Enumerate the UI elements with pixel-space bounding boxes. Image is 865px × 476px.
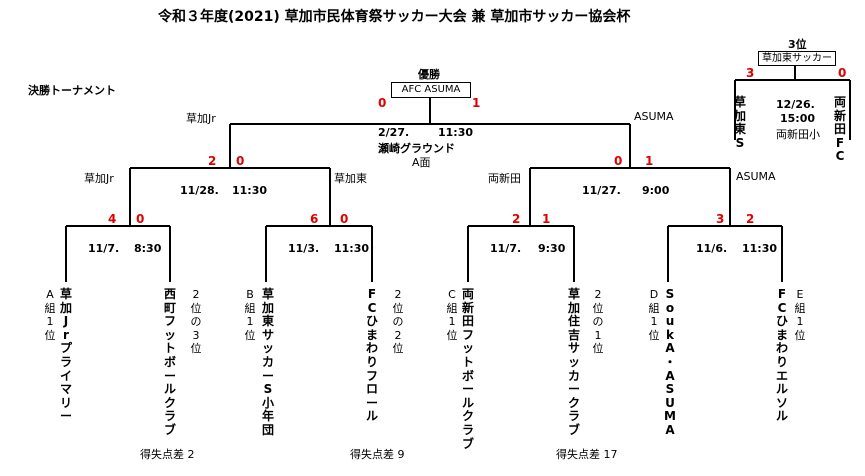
third-place-bracket [734, 66, 851, 140]
semi-right-score-right: 1 [645, 154, 654, 168]
semi-right-bracket [529, 167, 731, 226]
q1-time: 8:30 [134, 242, 162, 255]
semi-left-right-team: 草加東 [334, 172, 367, 185]
semi-left-score-right: 0 [236, 154, 245, 168]
semi-right-date: 11/27. [582, 184, 621, 197]
q4-score-right: 2 [746, 212, 755, 226]
entrant-5-team: 両新田フットボールクラブ [461, 287, 475, 451]
champion-team-box: AFC ASUMA [391, 82, 471, 98]
final-date: 2/27. [378, 126, 410, 139]
final-score-left: 0 [378, 96, 387, 110]
q2-score-right: 0 [340, 212, 349, 226]
q3-score-left: 2 [512, 212, 521, 226]
semi-left-date: 11/28. [180, 184, 219, 197]
quarter-4-bracket [667, 225, 783, 282]
entrant-2-team: 西町フットボールクラブ [163, 287, 177, 437]
third-place-label: 3位 [788, 38, 807, 51]
semi-left-time: 11:30 [232, 184, 268, 197]
semi-left-left-team: 草加Jr [84, 172, 114, 185]
third-place-team-box: 草加東サッカー [758, 51, 836, 66]
third-place-time: 15:00 [780, 112, 816, 125]
q2-time: 11:30 [334, 242, 370, 255]
quarter-3-bracket [467, 225, 575, 282]
semi-right-left-team: 両新田 [488, 172, 521, 185]
q4-date: 11/6. [696, 242, 728, 255]
final-field: A面 [412, 156, 431, 169]
q1-date: 11/7. [88, 242, 120, 255]
goal-diff-note-3: 得失点差 17 [556, 448, 618, 461]
q3-date: 11/7. [490, 242, 522, 255]
third-place-score-left: 3 [746, 66, 755, 80]
final-score-right: 1 [472, 96, 481, 110]
quarter-2-bracket [265, 225, 373, 282]
section-label: 決勝トーナメント [28, 84, 116, 97]
third-place-score-right: 0 [838, 66, 847, 80]
semi-left-bracket [129, 167, 331, 226]
q1-score-right: 0 [136, 212, 145, 226]
q3-score-right: 1 [542, 212, 551, 226]
q4-time: 11:30 [742, 242, 778, 255]
q2-score-left: 6 [310, 212, 319, 226]
q4-score-left: 3 [716, 212, 725, 226]
quarter-1-bracket [65, 225, 171, 282]
goal-diff-note-2: 得失点差 9 [350, 448, 405, 461]
goal-diff-note-1: 得失点差 2 [140, 448, 195, 461]
q3-time: 9:30 [538, 242, 566, 255]
final-left-team: 草加Jr [186, 112, 216, 125]
champion-label: 優勝 [418, 68, 440, 81]
semi-right-score-left: 0 [614, 154, 623, 168]
third-place-venue: 両新田小 [776, 128, 820, 141]
page-title: 令和３年度(2021) 草加市民体育祭サッカー大会 兼 草加市サッカー協会杯 [158, 9, 631, 25]
q1-score-left: 4 [108, 212, 117, 226]
semi-left-score-left: 2 [208, 154, 217, 168]
semi-right-time: 9:00 [642, 184, 670, 197]
final-bracket [229, 97, 631, 168]
final-time: 11:30 [438, 126, 474, 139]
q2-date: 11/3. [288, 242, 320, 255]
final-venue: 瀬崎グラウンド [378, 142, 455, 155]
third-place-date: 12/26. [776, 98, 815, 111]
semi-right-right-team: ASUMA [736, 170, 776, 183]
final-right-team: ASUMA [634, 110, 674, 123]
entrant-6-team: 草加住吉サッカークラブ [567, 287, 581, 437]
